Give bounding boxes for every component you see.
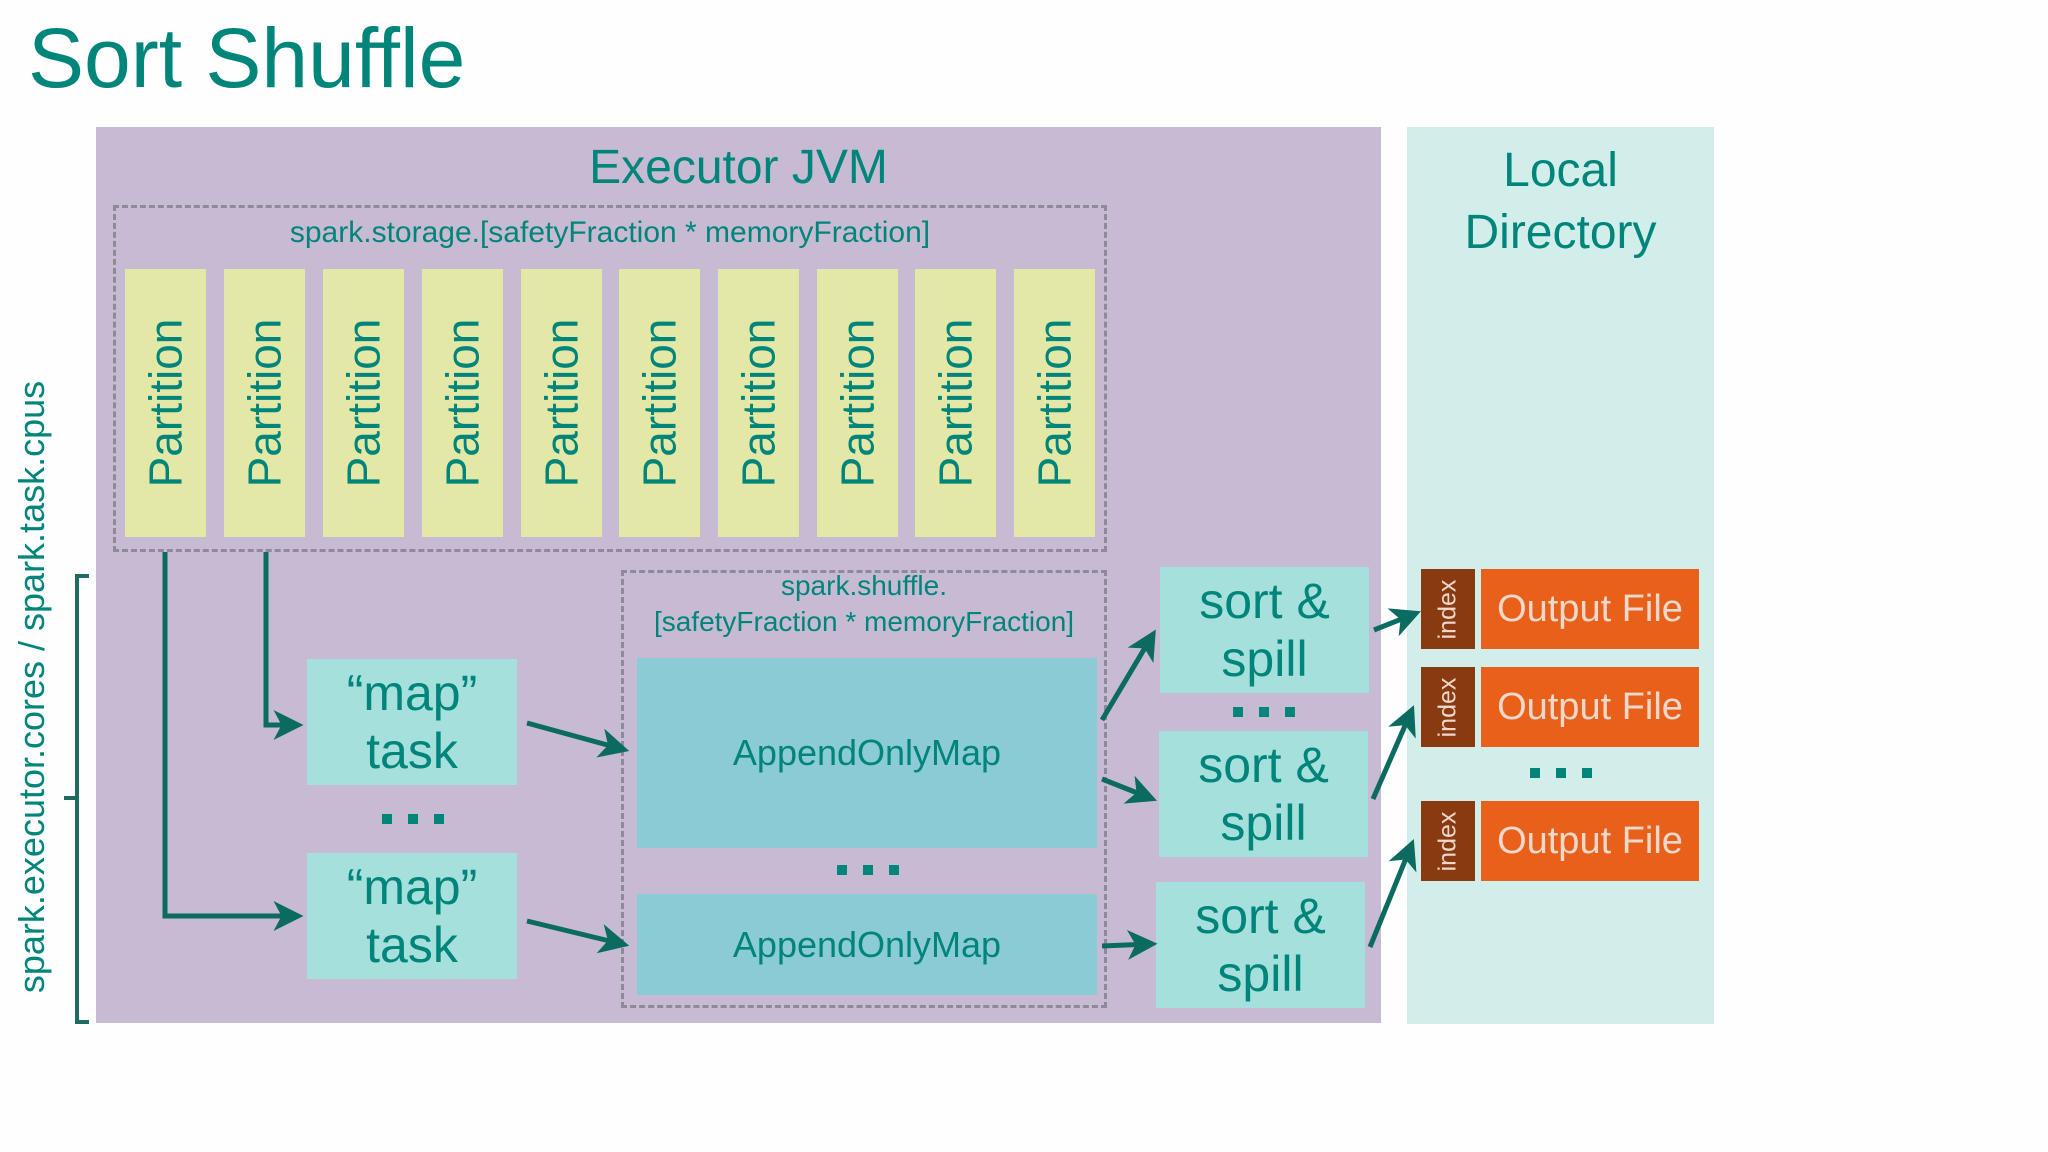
map-task-box: “map” task — [307, 853, 517, 979]
cores-per-task-label: spark.executor.cores / spark.task.cpus — [11, 350, 53, 1023]
partition-block: Partition — [422, 269, 503, 537]
partition-block: Partition — [224, 269, 305, 537]
partition-label: Partition — [732, 318, 785, 488]
index-label: index — [1433, 811, 1462, 871]
partition-label: Partition — [633, 318, 686, 488]
partition-label: Partition — [535, 318, 588, 488]
partition-block: Partition — [125, 269, 206, 537]
index-file-box: index — [1421, 569, 1475, 649]
ellipsis-dots — [837, 865, 899, 875]
slide-title: Sort Shuffle — [28, 11, 466, 105]
partition-block: Partition — [718, 269, 799, 537]
sort-spill-box: sort & spill — [1160, 567, 1369, 693]
partition-label: Partition — [929, 318, 982, 488]
partition-block: Partition — [817, 269, 898, 537]
partition-label: Partition — [831, 318, 884, 488]
partition-block: Partition — [1014, 269, 1095, 537]
partition-block: Partition — [323, 269, 404, 537]
append-only-map-box: AppendOnlyMap — [637, 658, 1097, 848]
partition-block: Partition — [521, 269, 602, 537]
partition-label: Partition — [337, 318, 390, 488]
ellipsis-dots — [1530, 768, 1592, 778]
storage-memory-label: spark.storage.[safetyFraction * memoryFr… — [289, 216, 931, 249]
sort-spill-box: sort & spill — [1159, 731, 1368, 857]
local-directory-title: Local Directory — [1464, 144, 1657, 259]
cores-per-task-text: spark.executor.cores / spark.task.cpus — [11, 380, 53, 993]
partition-label: Partition — [139, 318, 192, 488]
sort-spill-box: sort & spill — [1156, 882, 1365, 1008]
index-label: index — [1433, 677, 1462, 737]
partition-label: Partition — [238, 318, 291, 488]
bracket — [64, 574, 89, 1024]
index-label: index — [1433, 579, 1462, 639]
append-only-map-box: AppendOnlyMap — [637, 894, 1097, 995]
output-file-box: Output File — [1481, 801, 1699, 881]
output-file-box: Output File — [1481, 569, 1699, 649]
index-file-box: index — [1421, 667, 1475, 747]
map-task-box: “map” task — [307, 659, 517, 785]
executor-jvm-title: Executor JVM — [589, 141, 888, 194]
partition-block: Partition — [915, 269, 996, 537]
shuffle-memory-label: spark.shuffle. [safetyFraction * memoryF… — [653, 570, 1075, 637]
storage-memory-region — [113, 205, 1107, 552]
partition-label: Partition — [436, 318, 489, 488]
output-file-box: Output File — [1481, 667, 1699, 747]
index-file-box: index — [1421, 801, 1475, 881]
ellipsis-dots — [1233, 707, 1295, 717]
partition-block: Partition — [619, 269, 700, 537]
ellipsis-dots — [382, 814, 444, 824]
partition-label: Partition — [1028, 318, 1081, 488]
